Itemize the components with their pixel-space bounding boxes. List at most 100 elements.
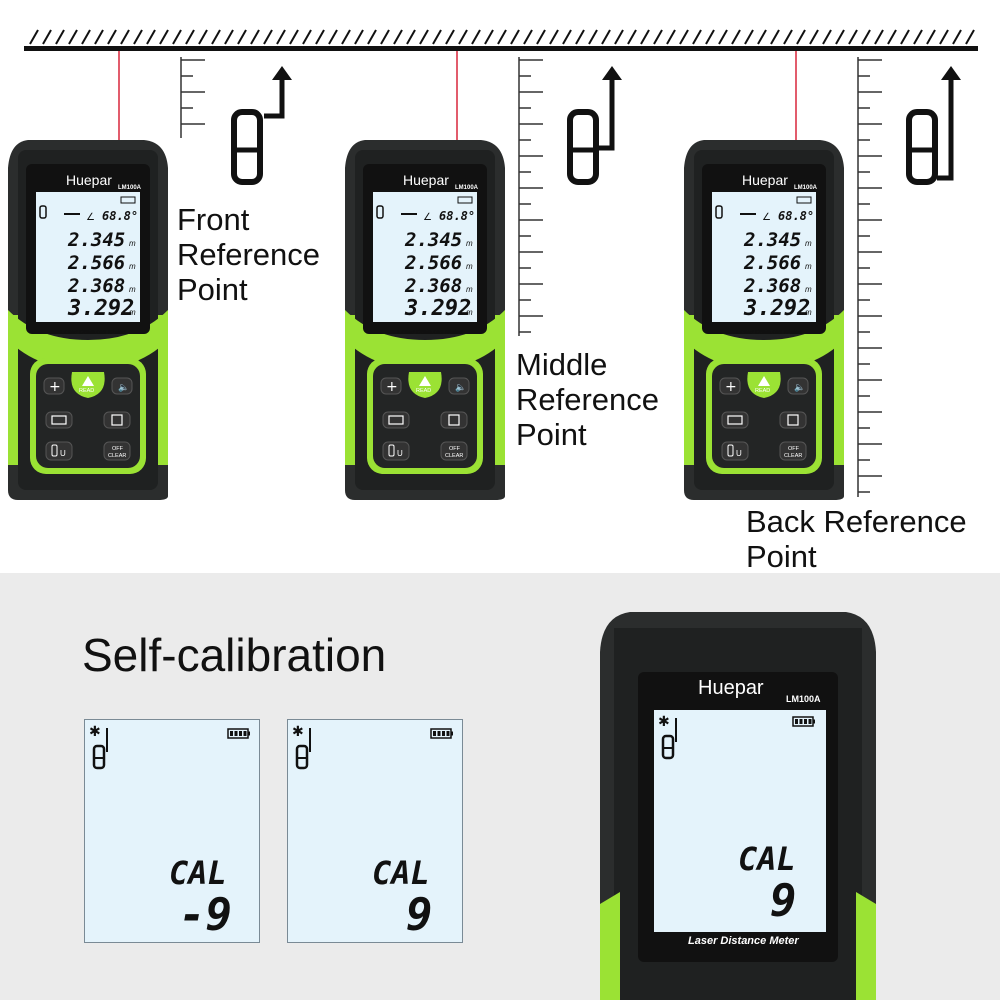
speaker-icon: 🔈: [794, 383, 805, 393]
unit-button: [45, 441, 73, 461]
angle-icon: ∠: [762, 212, 771, 223]
ruler-back: [857, 57, 882, 497]
save-icon: [787, 414, 799, 426]
laser-mode-icon: [376, 205, 384, 219]
svg-text:✱: ✱: [89, 724, 101, 740]
unit-label: m: [805, 308, 812, 317]
save-icon: [111, 414, 123, 426]
speaker-icon: 🔈: [118, 383, 129, 393]
plus-button: [43, 377, 65, 395]
distance-reading: 2.345: [404, 229, 462, 251]
distance-reading: 2.566: [743, 252, 801, 274]
area-button: [45, 411, 73, 429]
cal-value: -9: [179, 890, 232, 941]
distance-reading: 3.292: [404, 296, 471, 321]
distance-reading: 3.292: [67, 296, 134, 321]
clear-label: CLEAR: [784, 453, 802, 459]
angle-icon: ∠: [423, 212, 432, 223]
plus-button: [719, 377, 741, 395]
area-icon: [51, 415, 67, 425]
distance-reading: 2.368: [743, 275, 801, 297]
brand-logo: Huepar: [742, 172, 788, 188]
off-clear-button: [779, 441, 807, 461]
laser-mode-icon: ✱: [89, 724, 108, 770]
cal-label: CAL: [738, 840, 796, 878]
battery-icon: [120, 196, 136, 204]
ruler-front: [180, 57, 205, 138]
laser-mode-icon: [715, 205, 723, 219]
battery-icon: [457, 196, 473, 204]
band-label: Laser Distance Meter: [736, 329, 802, 336]
off-label: OFF: [788, 446, 800, 452]
laser-mode-icon: ✱: [658, 714, 677, 760]
front-reference-label: Front Reference Point: [177, 202, 321, 307]
off-clear-button: [440, 441, 468, 461]
unit-button-label: U: [736, 449, 742, 458]
cal-value: 9: [770, 876, 797, 927]
area-icon: [727, 415, 743, 425]
area-icon: [388, 415, 404, 425]
plus-icon: +: [725, 379, 737, 395]
battery-icon: [227, 728, 250, 739]
plus-button: [380, 377, 402, 395]
off-label: OFF: [112, 446, 124, 452]
read-label: READ: [79, 388, 94, 394]
unit-label: m: [129, 308, 136, 317]
unit-label: m: [805, 285, 812, 294]
cal-value: 9: [406, 890, 433, 941]
unit-label: m: [466, 285, 473, 294]
clear-label: CLEAR: [108, 453, 126, 459]
battery-icon: [430, 728, 453, 739]
battery-icon: [796, 196, 812, 204]
reference-icon: [388, 444, 395, 457]
speaker-icon: 🔈: [455, 383, 466, 393]
ceiling-line: [24, 29, 978, 51]
band-label: Laser Distance Meter: [397, 329, 463, 336]
read-label: READ: [755, 388, 770, 394]
brand-logo: Huepar: [66, 172, 112, 188]
unit-label: m: [466, 308, 473, 317]
area-button: [382, 411, 410, 429]
distance-reading: 2.566: [404, 252, 462, 274]
model-name: LM100A: [786, 694, 821, 704]
reference-icon: [727, 444, 734, 457]
model-name: LM100A: [455, 185, 479, 191]
distance-reading: 2.368: [67, 275, 125, 297]
unit-label: m: [129, 285, 136, 294]
brand-logo: Huepar: [403, 172, 449, 188]
cal-label: CAL: [372, 854, 430, 892]
middle-reference-icon: [567, 66, 622, 185]
read-label: READ: [416, 388, 431, 394]
laser-mode-icon: [39, 205, 47, 219]
calibration-screen-plus: ✱ CAL 9: [287, 719, 463, 943]
band-label: Laser Distance Meter: [688, 935, 799, 947]
unit-label: m: [466, 262, 473, 271]
unit-label: m: [129, 262, 136, 271]
area-button: [721, 411, 749, 429]
ruler-middle: [518, 57, 543, 336]
lcd-screen: [36, 192, 140, 322]
model-name: LM100A: [794, 185, 818, 191]
distance-reading: 3.292: [743, 296, 810, 321]
back-reference-label: Back Reference Point: [746, 504, 967, 574]
distance-reading: 2.345: [743, 229, 801, 251]
minus-sound-button: [448, 377, 470, 395]
unit-label: m: [129, 239, 136, 248]
unit-label: m: [805, 262, 812, 271]
band-label: Laser Distance Meter: [60, 329, 126, 336]
unit-button-label: U: [397, 449, 403, 458]
minus-sound-button: [787, 377, 809, 395]
middle-reference-label: Middle Reference Point: [516, 347, 660, 452]
plus-icon: +: [49, 379, 61, 395]
save-button: [103, 411, 131, 429]
battery-icon: [792, 716, 815, 727]
unit-button: [721, 441, 749, 461]
clear-label: CLEAR: [445, 453, 463, 459]
calibration-screen-minus: ✱ CAL -9: [84, 719, 260, 943]
angle-reading: 68.8°: [439, 209, 475, 223]
unit-button: [382, 441, 410, 461]
save-button: [440, 411, 468, 429]
